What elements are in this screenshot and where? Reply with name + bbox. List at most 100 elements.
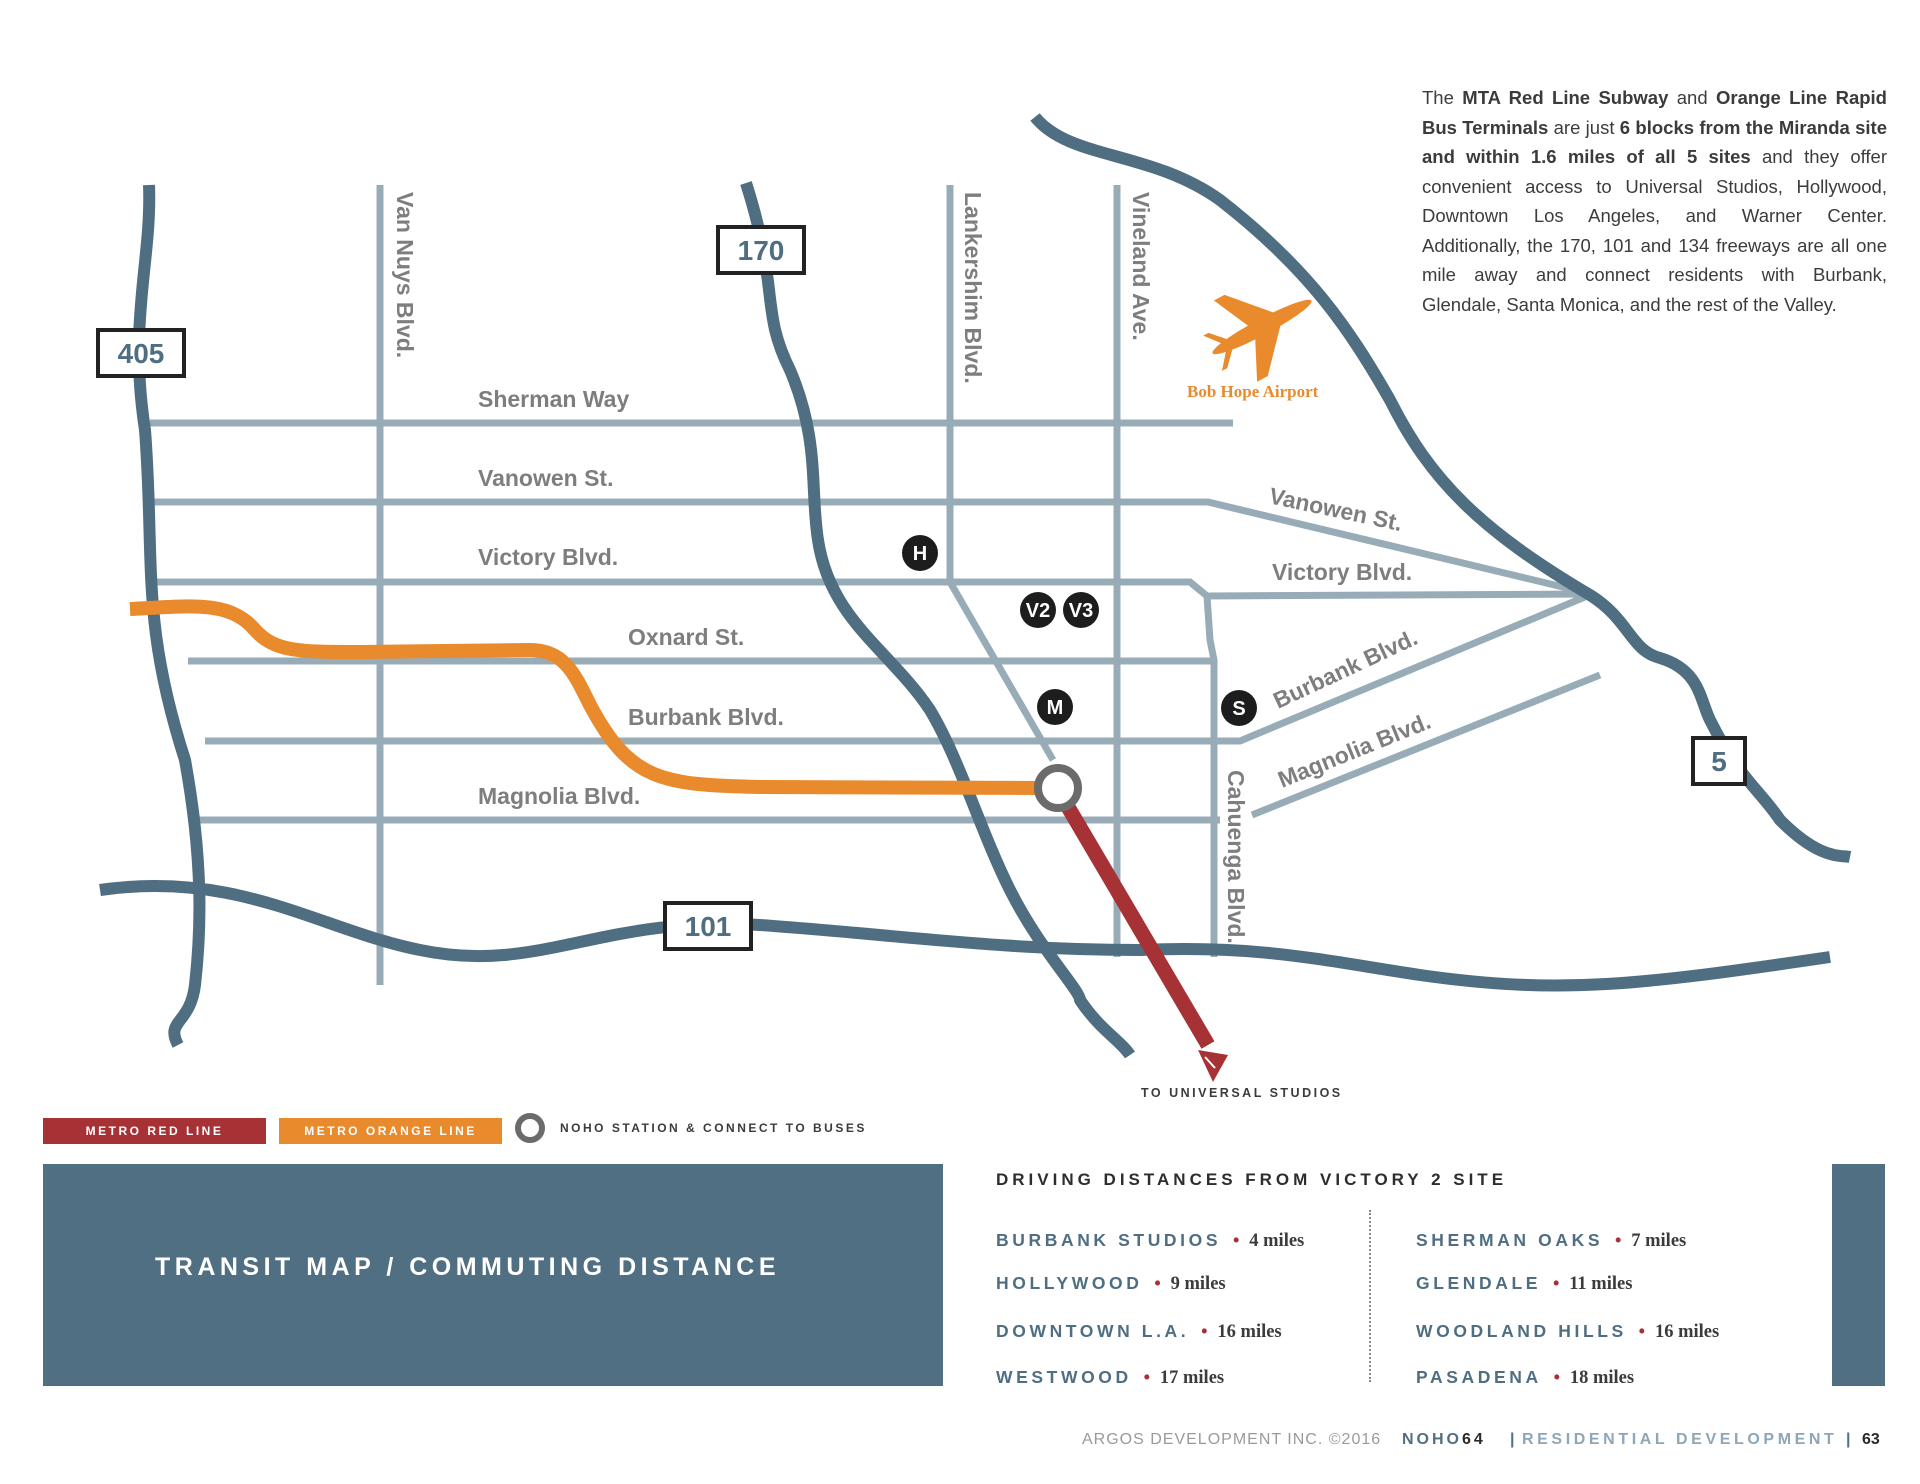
legend-metro-red-line: METRO RED LINE	[43, 1118, 266, 1144]
distance-place: WOODLAND HILLS	[1416, 1321, 1627, 1341]
svg-text:H: H	[913, 543, 927, 565]
label-vanowen-east: Vanowen St.	[1267, 482, 1405, 536]
airport: Bob Hope Airport	[1187, 294, 1319, 401]
intro-text: The	[1422, 87, 1463, 108]
highway-170	[740, 181, 1135, 1059]
label-magnolia: Magnolia Blvd.	[478, 783, 640, 809]
svg-text:101: 101	[685, 911, 732, 942]
label-cahuenga: Cahuenga Blvd.	[1223, 770, 1249, 944]
distance-separator: •	[1553, 1367, 1560, 1387]
label-victory-east: Victory Blvd.	[1272, 559, 1412, 585]
distance-separator: •	[1615, 1230, 1622, 1250]
metro-red-line	[1051, 786, 1215, 1049]
distances-divider	[1369, 1210, 1371, 1382]
intro-highlight: Orange Line Rapid Bus Terminals	[1422, 87, 1887, 138]
distance-place: HOLLYWOOD	[996, 1273, 1143, 1293]
page-title: TRANSIT MAP / COMMUTING DISTANCE	[155, 1253, 781, 1281]
marker-s: S	[1221, 690, 1257, 726]
svg-text:S: S	[1232, 698, 1245, 720]
street-cahuenga	[1203, 595, 1218, 957]
svg-text:V2: V2	[1026, 600, 1050, 622]
footer-brand: NOHO64	[1402, 1431, 1486, 1449]
universal-studios-label: TO UNIVERSAL STUDIOS	[1141, 1086, 1343, 1100]
side-tab	[1832, 1164, 1885, 1386]
intro-text: and they offer convenient access to Univ…	[1422, 146, 1887, 315]
distance-separator: •	[1143, 1367, 1150, 1387]
distance-separator: •	[1553, 1273, 1560, 1293]
shield-405: 405	[96, 328, 186, 378]
noho-station-marker	[1034, 764, 1082, 812]
svg-text:170: 170	[738, 235, 785, 266]
footer-section: RESIDENTIAL DEVELOPMENT	[1522, 1431, 1838, 1448]
highway-101	[99, 880, 1831, 992]
footer-separator: |	[1846, 1431, 1851, 1448]
shield-170: 170	[716, 225, 806, 275]
red-line-arrow-tick	[1204, 1056, 1216, 1069]
street-vanowen	[150, 498, 1593, 598]
svg-text:5: 5	[1711, 746, 1727, 777]
label-sherman-way: Sherman Way	[478, 386, 629, 412]
highway-shields: 405 170 101 5	[96, 225, 1747, 951]
label-victory: Victory Blvd.	[478, 544, 618, 570]
footer-separator: |	[1510, 1431, 1515, 1448]
distance-row: HOLLYWOOD•9 miles	[996, 1273, 1226, 1295]
highway-5	[1030, 112, 1852, 863]
distance-value: 17 miles	[1159, 1368, 1225, 1388]
svg-text:405: 405	[118, 338, 165, 369]
distance-value: 18 miles	[1569, 1368, 1635, 1388]
street-lines	[150, 185, 1602, 985]
distance-separator: •	[1154, 1273, 1161, 1293]
distance-row: WESTWOOD • 17 miles	[996, 1367, 1224, 1389]
intro-paragraph: The MTA Red Line Subway and Orange Line …	[1422, 83, 1887, 319]
distance-place: DOWNTOWN L.A.	[996, 1321, 1190, 1341]
label-burbank: Burbank Blvd.	[628, 704, 784, 730]
label-van-nuys: Van Nuys Blvd.	[392, 192, 418, 358]
marker-v2: V2	[1020, 592, 1056, 628]
svg-text:M: M	[1047, 697, 1064, 719]
marker-m: M	[1037, 689, 1073, 725]
label-lankershim: Lankershim Blvd.	[960, 192, 986, 384]
street-lankershim	[946, 185, 1057, 762]
marker-h: H	[902, 535, 938, 571]
distance-place: BURBANK STUDIOS	[996, 1230, 1222, 1250]
street-burbank	[205, 590, 1594, 745]
svg-text:V3: V3	[1069, 600, 1093, 622]
intro-text: are just	[1548, 116, 1620, 138]
footer-copyright: ARGOS DEVELOPMENT INC. ©2016	[1082, 1431, 1382, 1448]
distance-separator: •	[1638, 1321, 1645, 1341]
metro-orange-line	[129, 599, 1041, 795]
intro-text: and	[1668, 87, 1717, 108]
distances-heading: DRIVING DISTANCES FROM VICTORY 2 SITE	[996, 1170, 1508, 1189]
distance-value: 11 miles	[1569, 1274, 1633, 1294]
distance-row: SHERMAN OAKS • 7 miles	[1416, 1230, 1686, 1252]
distance-row: WOODLAND HILLS•16 miles	[1416, 1321, 1719, 1343]
street-victory	[150, 578, 1593, 600]
legend-metro-orange-line: METRO ORANGE LINE	[279, 1118, 502, 1144]
shield-101: 101	[663, 901, 753, 951]
intro-highlight: MTA Red Line Subway	[1462, 87, 1669, 108]
distance-value: 16 miles	[1217, 1322, 1282, 1342]
label-vanowen: Vanowen St.	[478, 465, 613, 491]
intro-highlight: 6 blocks from the Miranda site and withi…	[1422, 116, 1887, 168]
distance-place: WESTWOOD	[996, 1367, 1132, 1387]
distance-value: 4 miles	[1249, 1231, 1305, 1251]
distance-place: SHERMAN OAKS	[1416, 1230, 1604, 1250]
airport-label: Bob Hope Airport	[1187, 382, 1319, 401]
site-markers: H V2 V3 M S	[902, 535, 1257, 726]
distance-row: GLENDALE•11 miles	[1416, 1273, 1632, 1295]
shield-5: 5	[1691, 736, 1747, 786]
legend-noho-station: NOHO STATION & CONNECT TO BUSES	[560, 1121, 867, 1135]
airplane-icon	[1203, 294, 1312, 382]
distance-separator: •	[1233, 1230, 1240, 1250]
footer-brand-prefix: NOHO	[1402, 1431, 1462, 1448]
distance-row: PASADENA•18 miles	[1416, 1367, 1634, 1389]
station-ring-icon	[515, 1113, 545, 1143]
label-oxnard: Oxnard St.	[628, 624, 744, 650]
distance-value: 7 miles	[1631, 1231, 1687, 1251]
distance-separator: •	[1201, 1321, 1208, 1341]
label-vineland: Vineland Ave.	[1128, 192, 1154, 341]
page-number: 63	[1862, 1431, 1880, 1448]
marker-v3: V3	[1063, 592, 1099, 628]
title-panel: TRANSIT MAP / COMMUTING DISTANCE	[43, 1164, 943, 1386]
